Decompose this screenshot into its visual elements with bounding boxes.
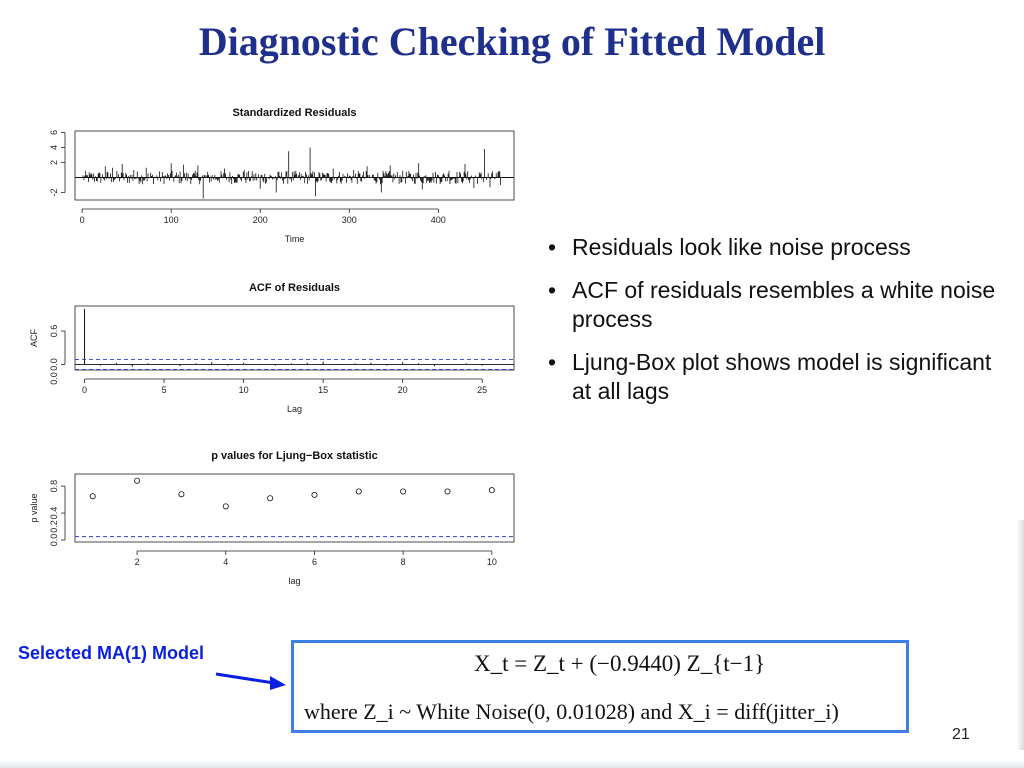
ljung-box-plot: p values for Ljung−Box statistic 2 4 6 8 10 la… <box>29 450 515 586</box>
x-axis-label: Time <box>285 234 305 244</box>
x-tick-label: 0 <box>82 385 87 395</box>
slide-bottom-shadow <box>0 760 1024 768</box>
model-where-text: where Z_i ~ White Noise(0, 0.01028) and … <box>304 699 839 724</box>
p-value-point <box>222 503 229 510</box>
chart-title: p values for Ljung−Box statistic <box>211 450 378 462</box>
slide-title: Diagnostic Checking of Fitted Model <box>198 19 826 64</box>
page-number: 21 <box>952 726 970 743</box>
x-axis-label: Lag <box>287 404 302 414</box>
p-value-point <box>311 491 318 498</box>
chart-title: Standardized Residuals <box>232 107 356 119</box>
x-tick-label: 6 <box>312 557 317 567</box>
plot-frame <box>74 130 515 201</box>
model-equation-text: X_t = Z_t + (−0.9440) Z_{t−1} <box>474 651 766 676</box>
bullet-list: • Residuals look like noise process • ACF … <box>546 233 1006 420</box>
y-tick-label: 0.6 <box>49 325 59 338</box>
x-tick-label: 0 <box>80 215 85 225</box>
bullet-text: Residuals look like noise process <box>572 234 911 260</box>
y-tick-label: 0.2 <box>49 520 59 533</box>
model-where-clause: where Z_i ~ White Noise(0, 0.01028) and … <box>304 699 839 725</box>
y-tick-label: 0.0 <box>49 534 59 547</box>
p-value-point <box>444 488 451 495</box>
y-axis-label: ACF <box>29 328 39 347</box>
bullet-dot-icon: • <box>548 349 557 375</box>
x-tick-label: 10 <box>487 557 497 567</box>
x-tick-label: 25 <box>477 385 487 395</box>
model-caption: Selected MA(1) Model <box>18 643 205 663</box>
x-tick-label: 2 <box>135 557 140 567</box>
bullet-item: • ACF of residuals resembles a white nois… <box>546 276 1006 334</box>
x-tick-label: 15 <box>318 385 328 395</box>
bullet-item: • Ljung-Box plot shows model is significa… <box>546 348 1006 406</box>
arrow-icon <box>215 672 286 690</box>
plot-frame <box>74 305 515 371</box>
plot-frame <box>74 473 515 543</box>
y-tick-label: -2 <box>49 188 59 196</box>
y-tick-label: 0.0 <box>49 372 59 385</box>
x-tick-label: 100 <box>164 215 179 225</box>
bullet-text: ACF of residuals resembles a white noise… <box>572 277 996 332</box>
chart-title: ACF of Residuals <box>249 282 340 294</box>
y-tick-label: 2 <box>49 160 59 165</box>
x-axis-label: lag <box>288 576 300 586</box>
bullet-text: Ljung-Box plot shows model is significan… <box>572 349 992 404</box>
x-tick-label: 200 <box>253 215 268 225</box>
slide-edge-shadow <box>1016 520 1024 750</box>
y-tick-label: 0.4 <box>49 507 59 520</box>
y-tick-label: 0.0 <box>49 358 59 371</box>
residual-series-line <box>82 147 501 199</box>
x-tick-label: 20 <box>398 385 408 395</box>
p-value-point <box>89 493 96 500</box>
model-formula-box: X_t = Z_t + (−0.9440) Z_{t−1} where Z_i … <box>291 640 909 733</box>
p-value-point <box>488 487 495 494</box>
x-tick-label: 400 <box>431 215 446 225</box>
p-value-point <box>355 488 362 495</box>
x-tick-label: 10 <box>239 385 249 395</box>
p-value-point <box>267 495 274 502</box>
y-tick-label: 0.8 <box>49 480 59 493</box>
x-tick-label: 4 <box>223 557 228 567</box>
model-equation: X_t = Z_t + (−0.9440) Z_{t−1} <box>474 651 765 677</box>
x-tick-label: 8 <box>401 557 406 567</box>
p-value-point <box>178 491 185 498</box>
bullet-dot-icon: • <box>548 234 557 260</box>
y-tick-label: 4 <box>49 145 59 150</box>
y-tick-label: 6 <box>49 130 59 135</box>
x-tick-label: 300 <box>342 215 357 225</box>
bullet-item: • Residuals look like noise process <box>546 233 1006 262</box>
p-value-point <box>400 488 407 495</box>
bullet-dot-icon: • <box>548 277 557 303</box>
p-value-point <box>134 477 141 484</box>
y-axis-label: p value <box>29 493 39 522</box>
x-tick-label: 5 <box>162 385 167 395</box>
